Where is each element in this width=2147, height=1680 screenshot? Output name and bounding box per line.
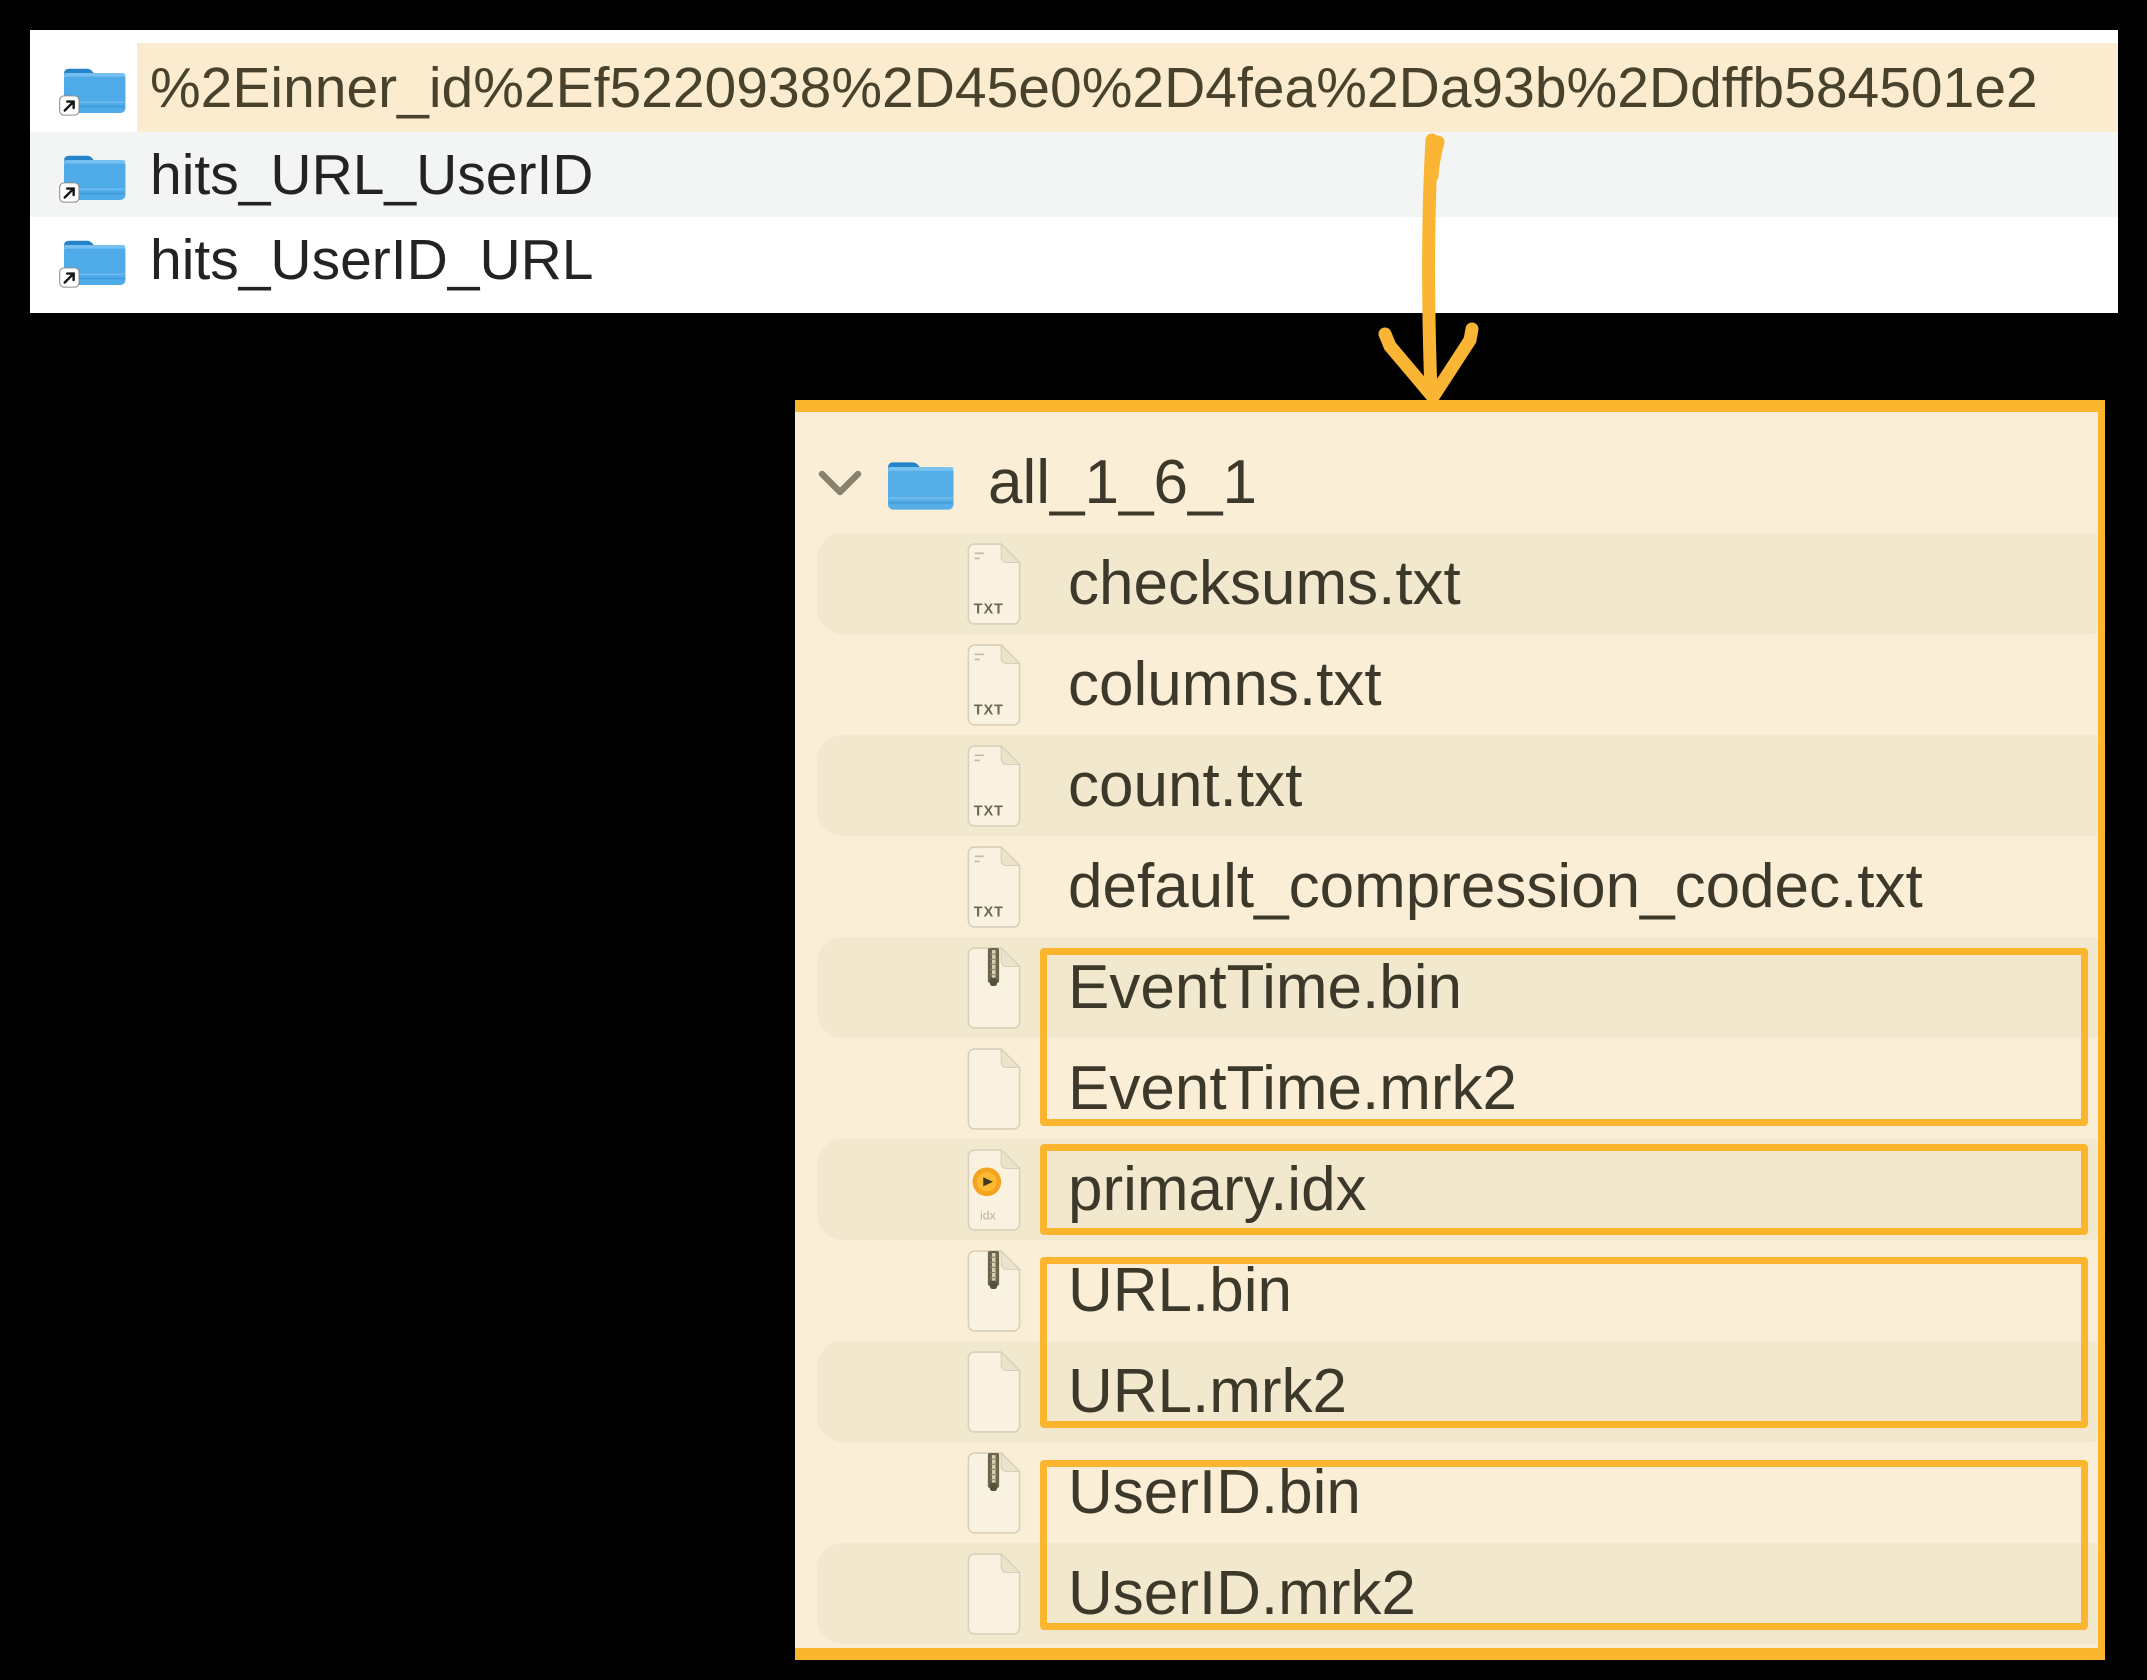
blank-file-icon [967, 1047, 1021, 1130]
folder-name: %2Einner_id%2Ef5220938%2D45e0%2D4fea%2Da… [150, 55, 2038, 120]
tree-row-file[interactable]: URL.mrk2 [795, 1341, 2098, 1442]
blank-file-icon [967, 1350, 1021, 1433]
finder-tree-panel: all_1_6_1 TXT checksums.txt [795, 400, 2105, 1660]
file-name: URL.bin [1068, 1256, 1292, 1325]
folder-row-inner-id[interactable]: %2Einner_id%2Ef5220938%2D45e0%2D4fea%2Da… [30, 43, 2118, 132]
alias-folder-icon [59, 68, 126, 116]
file-name: primary.idx [1068, 1155, 1367, 1224]
folder-name: all_1_6_1 [988, 448, 1257, 517]
tree-row-file[interactable]: URL.bin [795, 1240, 2098, 1341]
row-stripe [817, 533, 2098, 634]
file-name: columns.txt [1068, 650, 1382, 719]
bin-file-icon [967, 946, 1021, 1029]
txt-file-icon: TXT [967, 643, 1021, 726]
txt-file-icon: TXT [967, 542, 1021, 625]
tree-row-file[interactable]: TXT columns.txt [795, 634, 2098, 735]
file-name: EventTime.mrk2 [1068, 1054, 1518, 1123]
tree-row-file[interactable]: EventTime.bin [795, 937, 2098, 1038]
folder-icon [888, 461, 954, 510]
alias-folder-icon [59, 240, 126, 288]
tree-row-file[interactable]: EventTime.mrk2 [795, 1038, 2098, 1139]
row-stripe [817, 735, 2098, 836]
idx-file-icon: idx [967, 1148, 1021, 1231]
folder-name: hits_UserID_URL [150, 227, 594, 292]
file-name: EventTime.bin [1068, 953, 1462, 1022]
tree-row-file[interactable]: UserID.mrk2 [795, 1543, 2098, 1644]
folder-name: hits_URL_UserID [150, 142, 594, 207]
svg-text:TXT: TXT [974, 702, 1004, 718]
txt-file-icon: TXT [967, 744, 1021, 827]
file-name: default_compression_codec.txt [1068, 852, 1923, 921]
tree-row-file[interactable]: UserID.bin [795, 1442, 2098, 1543]
tree-row-file[interactable]: TXT count.txt [795, 735, 2098, 836]
finder-list-panel: %2Einner_id%2Ef5220938%2D45e0%2D4fea%2Da… [30, 30, 2118, 313]
blank-file-icon [967, 1552, 1021, 1635]
tree-row-file[interactable]: idx primary.idx [795, 1139, 2098, 1240]
tree-row-file[interactable]: TXT default_compression_codec.txt [795, 836, 2098, 937]
svg-text:TXT: TXT [974, 803, 1004, 819]
tree-row-root-folder[interactable]: all_1_6_1 [795, 432, 2098, 533]
svg-text:idx: idx [980, 1208, 997, 1222]
file-name: UserID.bin [1068, 1458, 1361, 1527]
row-highlight [137, 43, 2118, 132]
file-name: count.txt [1068, 751, 1303, 820]
file-name: UserID.mrk2 [1068, 1559, 1416, 1628]
tree-row-file[interactable]: TXT checksums.txt [795, 533, 2098, 634]
file-name: URL.mrk2 [1068, 1357, 1348, 1426]
svg-text:TXT: TXT [974, 904, 1004, 920]
txt-file-icon: TXT [967, 845, 1021, 928]
svg-text:TXT: TXT [974, 601, 1004, 617]
file-name: checksums.txt [1068, 549, 1461, 618]
chevron-down-icon[interactable] [816, 467, 864, 499]
bin-file-icon [967, 1451, 1021, 1534]
bin-file-icon [967, 1249, 1021, 1332]
alias-folder-icon [59, 155, 126, 203]
folder-row-hits-url-userid[interactable]: hits_URL_UserID [30, 132, 2118, 217]
folder-row-hits-userid-url[interactable]: hits_UserID_URL [30, 217, 2118, 302]
row-stripe [817, 1139, 2098, 1240]
